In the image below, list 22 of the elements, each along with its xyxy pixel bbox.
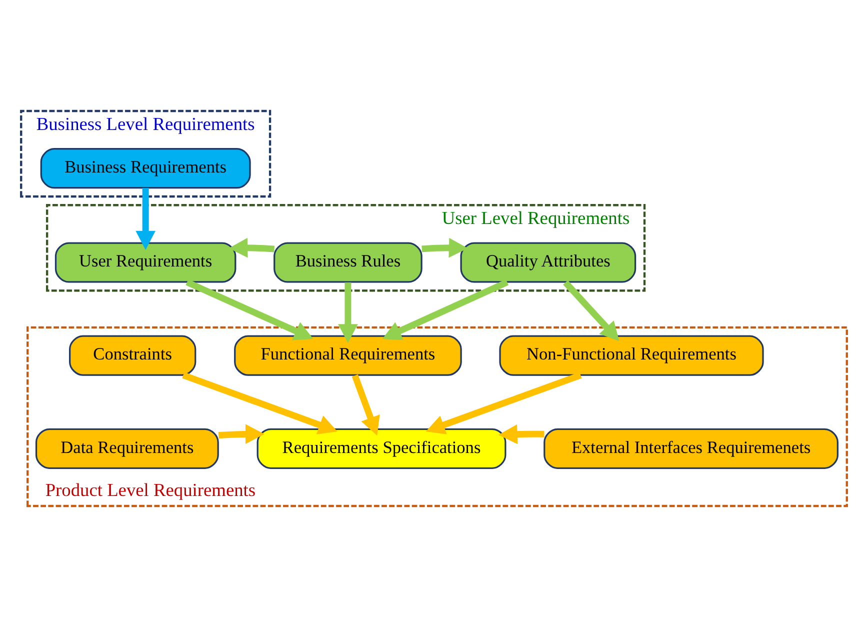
arrow <box>136 188 156 250</box>
arrow <box>498 424 544 444</box>
arrow <box>426 372 582 434</box>
arrow <box>382 279 509 340</box>
node-box: Requirements Specifications <box>256 428 506 469</box>
node-box: Data Requirements <box>35 428 219 469</box>
node-box: Constraints <box>69 335 196 376</box>
arrow <box>352 374 380 436</box>
arrow <box>186 279 314 340</box>
arrow <box>422 238 468 258</box>
node-box: Business Rules <box>274 242 422 283</box>
arrow <box>182 372 338 434</box>
node-box: External Interfaces Requiremenets <box>544 428 838 469</box>
node-box: Functional Requirements <box>234 335 462 376</box>
node-box: Business Requirements <box>40 148 251 189</box>
node-box: User Requirements <box>54 242 236 283</box>
node-box: Non-Functional Requirements <box>499 335 764 376</box>
node-box: Quality Attributes <box>460 242 636 283</box>
arrow <box>338 282 358 343</box>
arrow <box>218 424 264 444</box>
arrow <box>563 280 620 342</box>
arrow <box>228 238 275 258</box>
